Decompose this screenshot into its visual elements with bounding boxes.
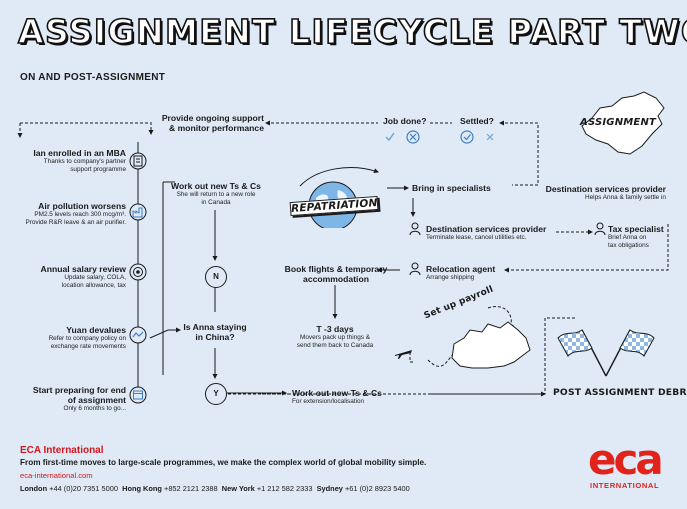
office-city: Hong Kong [122, 484, 162, 493]
prepare-line: Only 6 months to go... [63, 405, 126, 412]
eca-logo: eca INTERNATIONAL [588, 435, 670, 491]
work-new-line: in Canada [201, 199, 231, 206]
work-new-title: Work out new Ts & Cs [171, 181, 261, 191]
office-city: New York [221, 484, 255, 493]
pollution-step: Air pollution worsens PM2.5 levels reach… [4, 201, 126, 227]
airplane-icon [395, 350, 412, 359]
eca-logo-subtitle: INTERNATIONAL [590, 481, 660, 490]
prepare-title: Start preparing for end [32, 385, 126, 395]
china-map-icon [581, 91, 665, 155]
destination-provider-terminate: Destination services provider Terminate … [426, 224, 566, 242]
job-done-label: Job done? [383, 116, 427, 126]
check-icon [385, 132, 395, 142]
destination-provider-settle: Destination services provider Helps Anna… [520, 184, 666, 202]
graph-icon [132, 331, 144, 338]
yuan-step: Yuan devalues Refer to company policy on… [14, 325, 126, 351]
salary-line: Update salary, COLA, [64, 274, 126, 281]
page-title: ASSIGNMENT LIFECYCLE PART TWO [17, 11, 687, 52]
salary-line: location allowance, tax [61, 282, 126, 289]
calendar-icon [133, 390, 143, 400]
person-icon [594, 222, 606, 236]
office-city: Sydney [316, 484, 343, 493]
t-minus-3-step: T -3 days Movers pack up things & send t… [283, 324, 387, 350]
settled-label: Settled? [460, 116, 494, 126]
relocation-title: Relocation agent [426, 264, 496, 274]
relocation-agent-step: Relocation agent Arrange shipping [426, 264, 526, 282]
yes-node: Y [205, 383, 227, 405]
tax-title: Tax specialist [608, 224, 664, 234]
t3-line: send them back to Canada [296, 342, 374, 349]
yuan-line: Refer to company policy on [48, 335, 126, 342]
factory-icon [132, 207, 143, 218]
footer-tagline: From first-time moves to large-scale pro… [20, 458, 427, 467]
salary-step: Annual salary review Update salary, COLA… [14, 264, 126, 290]
question-line: Is Anna staying [183, 322, 247, 332]
work-new-terms-step: Work out new Ts & Cs She will return to … [168, 181, 264, 207]
ongoing-support-step: Provide ongoing support & monitor perfor… [152, 113, 264, 133]
pollution-line: Provide R&R leave & an air purifier. [25, 219, 126, 226]
dest-provider-title: Destination services provider [545, 184, 666, 194]
relocation-line: Arrange shipping [426, 274, 475, 281]
prepare-step: Start preparing for end of assignment On… [14, 385, 126, 413]
page-subtitle: ON AND POST-ASSIGNMENT [20, 72, 166, 83]
job-done-question: Job done? [383, 116, 426, 126]
job-done-options [385, 130, 420, 144]
office-phone: +44 (0)20 7351 5000 [49, 484, 118, 493]
office-phone: +61 (0)2 8923 5400 [344, 484, 410, 493]
tax-line: tax obligations [608, 242, 649, 249]
settled-options [460, 130, 494, 144]
building-icon [133, 155, 143, 167]
mba-line: Thanks to company's partner [43, 158, 126, 165]
support-line: & monitor performance [168, 123, 264, 133]
target-icon [133, 267, 143, 277]
mba-line: support programme [70, 166, 126, 173]
post-assignment-debrief: POST ASSIGNMENT DEBRIEF [553, 387, 687, 398]
no-node: N [205, 266, 227, 288]
book-flights-step: Book flights & temporary accommodation [278, 264, 394, 284]
office-city: London [20, 484, 48, 493]
mba-step: Ian enrolled in an MBA Thanks to company… [14, 148, 126, 174]
work-ext-line: For extension/localisation [292, 398, 365, 405]
footer-url-link[interactable]: eca-international.com [20, 471, 93, 480]
person-icon [409, 222, 421, 236]
dest-terminate-title: Destination services provider [426, 224, 547, 234]
specialists-label: Bring in specialists [412, 183, 491, 193]
work-ext-title: Work out new Ts & Cs [292, 388, 382, 398]
settled-question: Settled? [460, 116, 494, 126]
mba-title: Ian enrolled in an MBA [33, 148, 126, 158]
yuan-title: Yuan devalues [66, 325, 126, 335]
cross-icon [486, 133, 494, 141]
footer-brand: ECA International [20, 445, 104, 456]
checkered-flags-icon [557, 329, 655, 377]
flights-line: Book flights & temporary [284, 264, 388, 274]
footer-offices: London +44 (0)20 7351 5000 Hong Kong +85… [20, 484, 410, 493]
t3-line: Movers pack up things & [300, 334, 370, 341]
prepare-title: of assignment [67, 395, 126, 405]
tax-specialist-step: Tax specialist Brief Anna on tax obligat… [608, 224, 678, 250]
dest-provider-line: Helps Anna & family settle in [585, 194, 666, 201]
person-icon [409, 262, 421, 276]
pollution-line: PM2.5 levels reach 300 mcg/m³. [34, 211, 126, 218]
canada-map-icon [451, 321, 531, 369]
tax-line: Brief Anna on [608, 234, 647, 241]
pollution-title: Air pollution worsens [38, 201, 126, 211]
office-phone: +852 2121 2388 [164, 484, 218, 493]
work-new-line: She will return to a new role [176, 191, 256, 198]
decision-question: Is Anna staying in China? [178, 322, 252, 342]
check-circle-icon [460, 130, 474, 144]
dest-terminate-line: Terminate lease, cancel utilities etc. [426, 234, 527, 241]
support-line: Provide ongoing support [161, 113, 264, 123]
yuan-line: exchange rate movements [50, 343, 126, 350]
flights-line: accommodation [303, 274, 369, 284]
bring-specialists-step: Bring in specialists [412, 183, 491, 193]
salary-title: Annual salary review [40, 264, 126, 274]
t3-title: T -3 days [316, 324, 354, 334]
office-phone: +1 212 582 2333 [256, 484, 313, 493]
cross-circle-icon [406, 130, 420, 144]
work-extension-step: Work out new Ts & Cs For extension/local… [292, 388, 422, 406]
question-line: in China? [195, 332, 235, 342]
assignment-label: ASSIGNMENT [580, 117, 657, 128]
eca-logo-word: eca [588, 435, 664, 484]
